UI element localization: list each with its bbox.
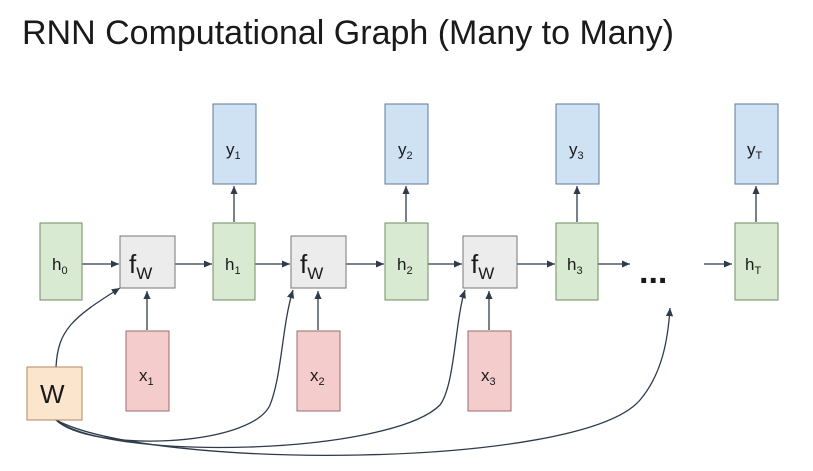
h0-node: h0 [39, 222, 83, 301]
svg-text:x3: x3 [481, 366, 496, 388]
svg-text:hT: hT [745, 255, 761, 277]
svg-text:y1: y1 [226, 140, 241, 162]
edge-W-f1 [55, 287, 121, 368]
svg-text:x2: x2 [310, 366, 325, 388]
svg-text:x1: x1 [139, 366, 154, 388]
x1-node: x1 [125, 330, 170, 412]
y2-node: y2 [384, 103, 429, 185]
svg-text:yT: yT [747, 140, 763, 162]
h2-node: h2 [384, 222, 429, 301]
svg-text:h0: h0 [52, 255, 68, 277]
svg-text:h1: h1 [225, 255, 241, 277]
svg-text:fW: fW [471, 249, 494, 283]
h3-node: h3 [555, 222, 599, 301]
edge-W-f3 [55, 289, 466, 449]
fw-node-3: fW [462, 235, 518, 289]
w-node: W [26, 366, 83, 421]
svg-text:y3: y3 [569, 140, 584, 162]
svg-text:fW: fW [129, 249, 152, 283]
svg-text:h2: h2 [397, 255, 413, 277]
yT-node: yT [734, 103, 779, 185]
page-title: RNN Computational Graph (Many to Many) [22, 14, 674, 52]
hT-node: hT [734, 222, 779, 301]
y3-node: y3 [555, 103, 600, 185]
edge-W-f2 [55, 289, 295, 442]
x3-node: x3 [467, 330, 512, 412]
svg-text:W: W [40, 379, 65, 409]
fw-node-2: fW [290, 235, 347, 289]
edge-W-dots [55, 307, 674, 456]
svg-text:y2: y2 [398, 140, 413, 162]
y1-node: y1 [212, 103, 257, 185]
fw-node-1: fW [119, 235, 176, 289]
svg-text:h3: h3 [567, 255, 583, 277]
svg-text:fW: fW [300, 249, 323, 283]
ellipsis: ... [639, 253, 667, 291]
h1-node: h1 [212, 222, 256, 301]
x2-node: x2 [296, 330, 341, 412]
